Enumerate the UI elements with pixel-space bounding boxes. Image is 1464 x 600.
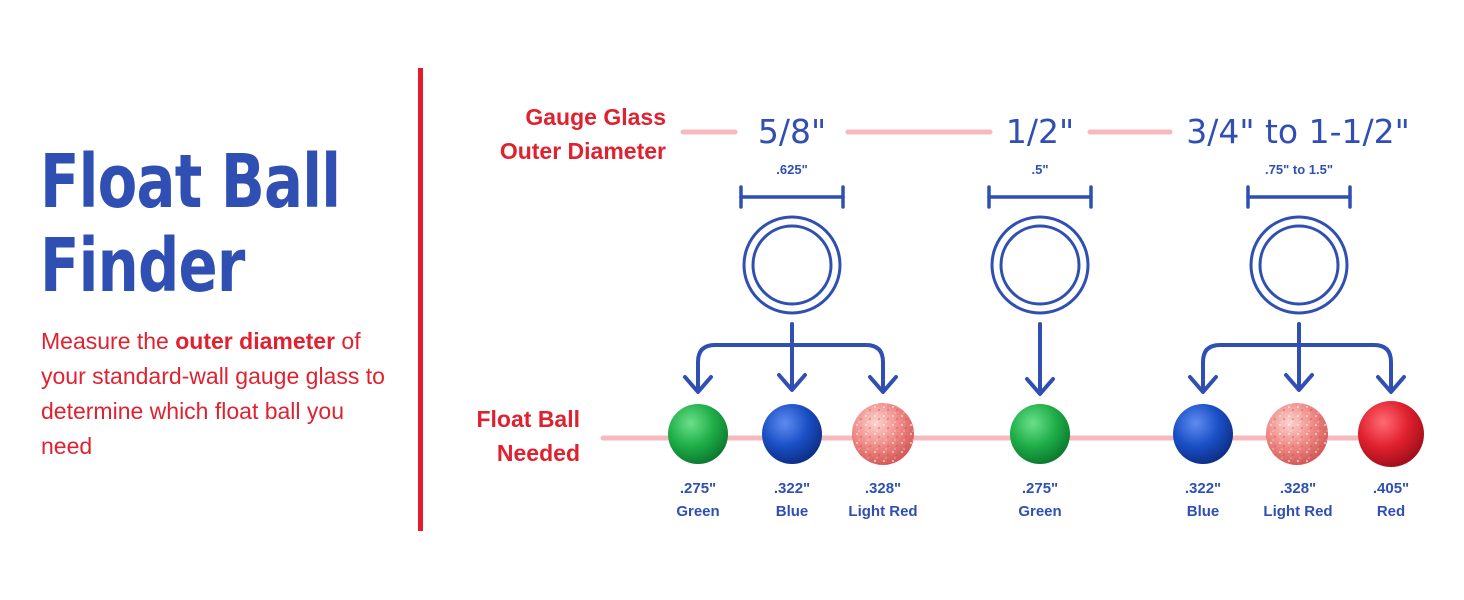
page-title: Float Ball Finder: [40, 139, 341, 309]
ball-diameter: .322": [1184, 480, 1222, 497]
ball-color-name: Light Red: [848, 503, 918, 520]
vertical-divider: [418, 68, 423, 531]
dimension-bracket-3: [1246, 185, 1352, 209]
arrow-group-3: [1188, 322, 1406, 394]
float-ball-label: Float Ball Needed: [476, 402, 580, 470]
ball-diameter: .328": [864, 480, 902, 497]
title-line-1: Float Ball: [40, 139, 341, 225]
ball-diameter: .275": [679, 480, 717, 497]
float-ball-blue: [1173, 404, 1233, 464]
gauge-glass-circle-2: [990, 215, 1090, 315]
glass-decimal-label: .5": [1031, 162, 1049, 177]
ball-color-name: Light Red: [1263, 503, 1333, 520]
float-ball-light-red-texture: [1266, 403, 1328, 465]
arrows: [683, 322, 1406, 396]
ball-diameter: .322": [773, 480, 811, 497]
intro-before: Measure the: [41, 328, 176, 354]
float-ball-green: [668, 404, 728, 464]
gauge-glass-label-line-1: Gauge Glass: [525, 104, 666, 130]
dimension-brackets: [739, 185, 1352, 209]
ball-color-name: Green: [676, 503, 720, 520]
gauge-glass-label: Gauge Glass Outer Diameter: [500, 100, 666, 168]
ball-label: .328" Light Red: [848, 477, 917, 523]
glass-size-label: 5/8": [757, 112, 827, 151]
ball-diameter: .405": [1372, 480, 1410, 497]
dimension-bracket-1: [739, 185, 845, 209]
float-ball-red: [1358, 401, 1424, 467]
gauge-glass-circle-3: [1249, 215, 1349, 315]
glass-decimal-label: .75" to 1.5": [1265, 162, 1333, 177]
ball-label: .328" Light Red: [1263, 477, 1332, 523]
glass-size-label: 3/4" to 1-1/2": [1186, 112, 1410, 151]
title-line-2: Finder: [40, 223, 245, 309]
intro-text: Measure the outer diameter of your stand…: [41, 324, 391, 464]
float-balls: [668, 401, 1424, 467]
intro-after: of your standard-wall gauge glass to det…: [41, 328, 385, 459]
ball-diameter: .275": [1021, 480, 1059, 497]
ball-label: .275" Green: [676, 477, 719, 523]
ball-label: .405" Red: [1373, 477, 1409, 523]
dimension-bracket-2: [987, 185, 1093, 209]
ball-diameter: .328": [1279, 480, 1317, 497]
intro-emphasis: outer diameter: [175, 328, 336, 354]
float-ball-light-red-texture: [852, 403, 914, 465]
float-ball-green: [1010, 404, 1070, 464]
float-ball-label-line-1: Float Ball: [476, 406, 580, 432]
float-ball-label-line-2: Needed: [496, 440, 580, 466]
arrow-group-2: [1025, 322, 1055, 396]
ball-color-name: Blue: [775, 503, 809, 520]
float-ball-blue: [762, 404, 822, 464]
gauge-glass-label-line-2: Outer Diameter: [499, 138, 666, 164]
glass-size-label: 1/2": [1005, 112, 1075, 151]
ball-color-name: Red: [1376, 503, 1406, 520]
ball-label: .322" Blue: [1185, 477, 1221, 523]
gauge-glass-circles: [742, 215, 1349, 315]
ball-label: .322" Blue: [774, 477, 810, 523]
ball-color-name: Green: [1018, 503, 1062, 520]
glass-decimal-label: .625": [776, 162, 808, 177]
arrow-group-1: [683, 322, 898, 394]
gauge-glass-circle-1: [742, 215, 842, 315]
ball-label: .275" Green: [1018, 477, 1061, 523]
ball-color-name: Blue: [1186, 503, 1220, 520]
